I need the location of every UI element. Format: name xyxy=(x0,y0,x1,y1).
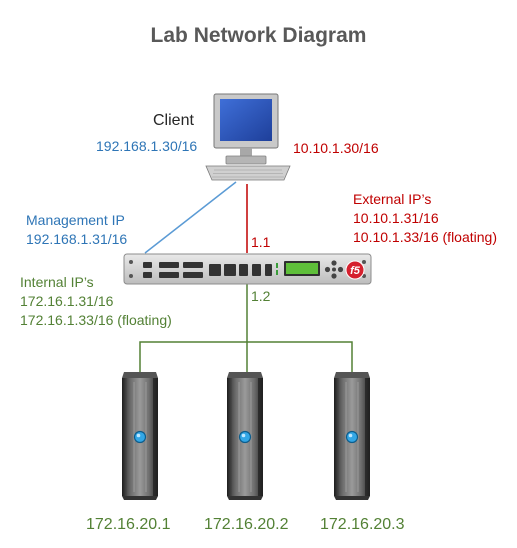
load-balancer-appliance-icon: f5 xyxy=(123,253,372,285)
f5-logo-text: f5 xyxy=(350,265,361,277)
external-port-label: 1.1 xyxy=(251,234,271,250)
external-ip-value: 10.10.1.31/16 xyxy=(353,210,439,226)
internal-floating-ip-value: 172.16.1.33/16 (floating) xyxy=(20,312,172,328)
server-status-led xyxy=(133,430,147,444)
server-3-ip: 172.16.20.3 xyxy=(320,516,405,533)
management-ip-value: 192.168.1.31/16 xyxy=(26,231,128,247)
server-tower-icon xyxy=(334,372,370,500)
internal-link-bus xyxy=(139,341,353,372)
client-label: Client xyxy=(153,112,194,129)
server-tower-icon xyxy=(227,372,263,500)
management-link xyxy=(144,181,237,254)
internal-port-label: 1.2 xyxy=(251,288,271,304)
client-management-ip: 192.168.1.30/16 xyxy=(96,138,198,154)
servers-group xyxy=(122,372,370,500)
server-status-led xyxy=(238,430,252,444)
server-tower-icon xyxy=(122,372,158,500)
external-floating-ip-value: 10.10.1.33/16 (floating) xyxy=(353,229,497,245)
internal-ip-value: 172.16.1.31/16 xyxy=(20,293,114,309)
management-ip-heading: Management IP xyxy=(26,212,125,228)
client-external-ip: 10.10.1.30/16 xyxy=(293,140,379,156)
external-ip-heading: External IP’s xyxy=(353,191,432,207)
diagram-title: Lab Network Diagram xyxy=(150,24,367,47)
client-computer-icon xyxy=(205,93,291,181)
server-2-ip: 172.16.20.2 xyxy=(204,516,289,533)
server-status-led xyxy=(345,430,359,444)
navigation-pad-icon xyxy=(324,260,344,279)
f5-logo xyxy=(345,260,365,280)
internal-ip-heading: Internal IP’s xyxy=(20,274,94,290)
server-1-ip: 172.16.20.1 xyxy=(86,516,171,533)
